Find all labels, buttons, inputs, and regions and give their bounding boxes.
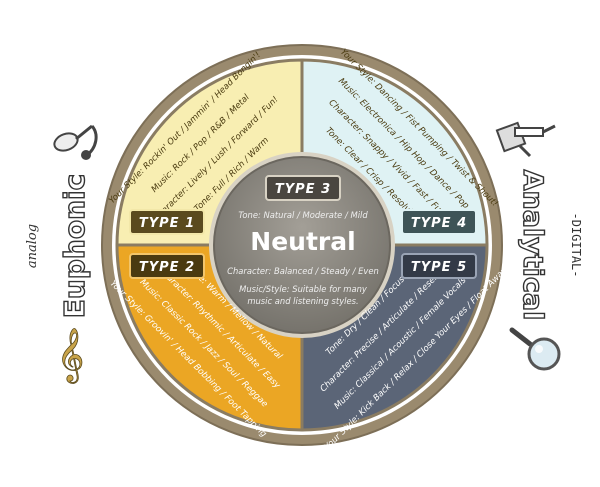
treble-clef-icon: 𝄞	[57, 327, 85, 384]
center-title: Neutral	[250, 227, 355, 256]
digital-sub: -DIGITAL-	[569, 212, 583, 277]
analytical-title: Analytical	[517, 170, 548, 321]
center-character: Character: Balanced / Steady / Even	[227, 266, 379, 276]
badge-type4-label: TYPE 4	[411, 216, 467, 231]
badge-type3-label: TYPE 3	[275, 182, 331, 197]
analog-sub: analog	[25, 224, 40, 268]
badge-type4: TYPE 4	[401, 209, 477, 235]
svg-text:𝄞: 𝄞	[57, 327, 84, 383]
analytical-label-group: Analytical -DIGITAL-	[516, 169, 583, 321]
magnifier-icon	[509, 327, 561, 371]
center-music-2: music and listening styles.	[247, 296, 358, 306]
eighth-note-icon	[53, 124, 98, 160]
center-music-1: Music/Style: Suitable for many	[239, 284, 368, 294]
badge-type1-label: TYPE 1	[139, 216, 195, 231]
badge-type2-label: TYPE 2	[139, 260, 195, 275]
badge-type1: TYPE 1	[129, 209, 205, 235]
euphonic-title: Euphonic	[58, 174, 91, 318]
badge-type5-label: TYPE 5	[411, 260, 467, 275]
center-tone: Tone: Natural / Moderate / Mild	[238, 210, 368, 220]
badge-type2: TYPE 2	[129, 253, 205, 279]
euphonic-label-group: Euphonic analog	[25, 173, 92, 319]
center-circle	[213, 156, 391, 334]
badge-type3: TYPE 3	[265, 175, 341, 201]
badge-type5: TYPE 5	[401, 253, 477, 279]
digital-note-icon	[495, 121, 556, 158]
